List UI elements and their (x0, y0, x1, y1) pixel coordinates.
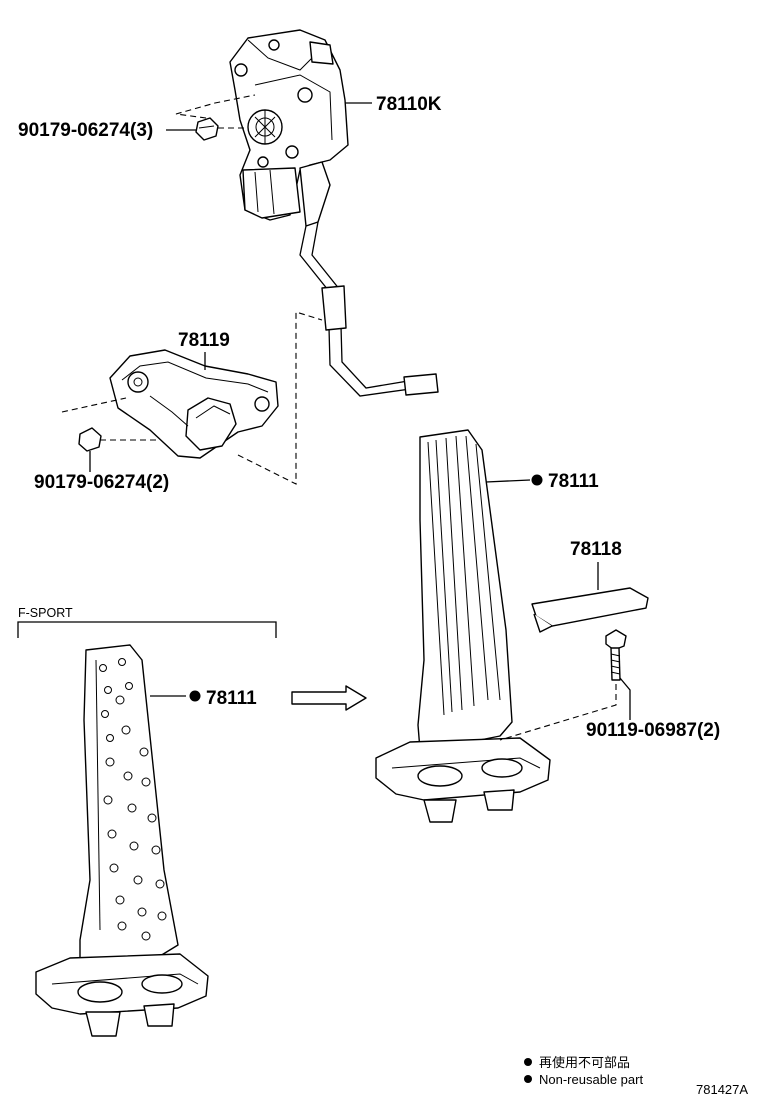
variant-label: F-SPORT (18, 606, 73, 620)
legend-line-en: Non-reusable part (539, 1072, 643, 1087)
callout-bolt: 90119-06987(2) (586, 720, 720, 741)
throttle-sensor-assembly (229, 29, 439, 397)
bolt (499, 629, 631, 741)
callout-bracket: 78119 (178, 330, 230, 351)
callout-throttle-sensor: 78110K (376, 94, 442, 115)
callout-pedal-pad-main: 78111 (548, 471, 599, 492)
replacement-arrow (291, 685, 367, 711)
callout-cover: 78118 (570, 539, 622, 560)
bracket-78119 (109, 349, 279, 459)
callout-nut-top: 90179-06274(3) (18, 120, 153, 141)
accelerator-pedal-pad (375, 429, 551, 823)
fsport-pedal-pad (35, 644, 209, 1037)
fsport-bracket (17, 621, 277, 638)
legend-line-jp: 再使用不可部品 (539, 1055, 630, 1070)
cover-78118 (531, 562, 649, 633)
legend: 再使用不可部品 Non-reusable part (524, 1055, 643, 1087)
nut-bottom (61, 311, 323, 485)
callout-pedal-pad-fsport: 78111 (206, 688, 257, 709)
diagram-id: 781427A (696, 1082, 748, 1097)
nut-top (166, 94, 256, 141)
callout-nut-bottom: 90179-06274(2) (34, 472, 169, 493)
